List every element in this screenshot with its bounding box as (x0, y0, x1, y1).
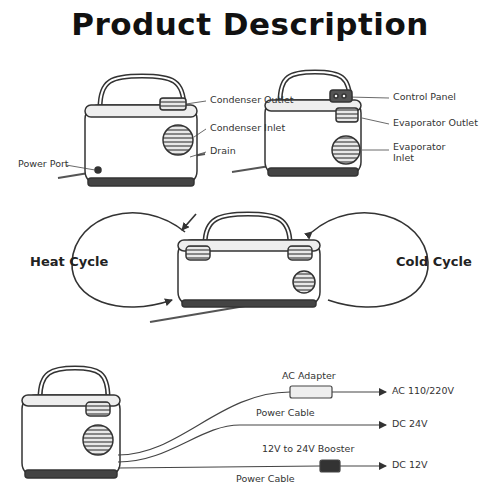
unit-condenser-view-part (163, 125, 193, 155)
leader-lines-part (348, 97, 389, 98)
leader-lines-part (362, 118, 389, 124)
leader-lines-part (190, 152, 206, 157)
cycle-label: Cold Cycle (396, 255, 472, 270)
part-label: DC 24V (392, 419, 428, 430)
part-label: 12V to 24V Booster (262, 444, 354, 455)
unit-evaporator-view-part (332, 136, 360, 164)
unit-power-view-part (22, 395, 120, 477)
part-label: Control Panel (393, 92, 456, 103)
unit-evaporator-view-part (265, 100, 361, 175)
part-label: Drain (210, 146, 236, 157)
unit-evaporator-view-part (336, 108, 358, 122)
unit-condenser-view (58, 76, 205, 186)
unit-condenser-view-part (88, 178, 194, 186)
unit-power-view-part (40, 368, 108, 398)
unit-evaporator-view-part (334, 94, 338, 98)
leader-lines-part (66, 165, 95, 170)
unit-power-view-part (25, 470, 117, 478)
unit-power-view-part (86, 402, 110, 416)
part-label: Evaporator Inlet (393, 142, 455, 164)
power-cables-part (290, 386, 332, 398)
part-label: DC 12V (392, 460, 428, 471)
power-cables-part (118, 466, 320, 468)
cycle-arrows-part (182, 214, 196, 230)
part-label: AC 110/220V (392, 386, 454, 397)
unit-evaporator-view-part (268, 168, 358, 176)
power-cables-part (340, 465, 386, 466)
leader-lines-part (362, 150, 389, 151)
part-label: Power Cable (256, 408, 315, 419)
unit-cycle-view-part (186, 246, 210, 260)
power-cables (118, 386, 386, 472)
unit-power-view-part (83, 425, 113, 455)
cycle-label: Heat Cycle (30, 255, 108, 270)
power-cables-part (332, 391, 386, 392)
page-title: Product Description (0, 6, 500, 42)
unit-cycle-view-part (288, 246, 312, 260)
part-label: Condenser Outlet (210, 95, 294, 106)
part-label: Condenser Inlet (210, 123, 285, 134)
unit-cycle-view-part (182, 300, 316, 307)
power-cables-part (118, 425, 386, 462)
unit-cycle-view-part (150, 306, 245, 322)
unit-condenser-view-part (95, 167, 101, 173)
unit-cycle-view-part (293, 271, 315, 293)
unit-power-view-part (40, 368, 108, 398)
part-label: Power Cable (236, 474, 295, 485)
unit-evaporator-view-part (330, 90, 352, 102)
unit-condenser-view-part (85, 105, 197, 185)
unit-cycle-view (150, 214, 320, 322)
unit-evaporator-view-part (232, 166, 270, 172)
unit-evaporator-view-part (342, 94, 346, 98)
unit-power-view (22, 368, 120, 478)
leader-lines-part (194, 129, 206, 137)
unit-condenser-view-part (160, 98, 186, 110)
unit-cycle-view-part (178, 240, 320, 306)
leader-lines-part (186, 101, 206, 104)
part-label: Evaporator Outlet (393, 118, 478, 129)
part-label: Power Port (18, 159, 69, 170)
part-label: AC Adapter (282, 371, 336, 382)
power-cables-part (320, 460, 340, 472)
cycle-arrows (72, 213, 428, 307)
